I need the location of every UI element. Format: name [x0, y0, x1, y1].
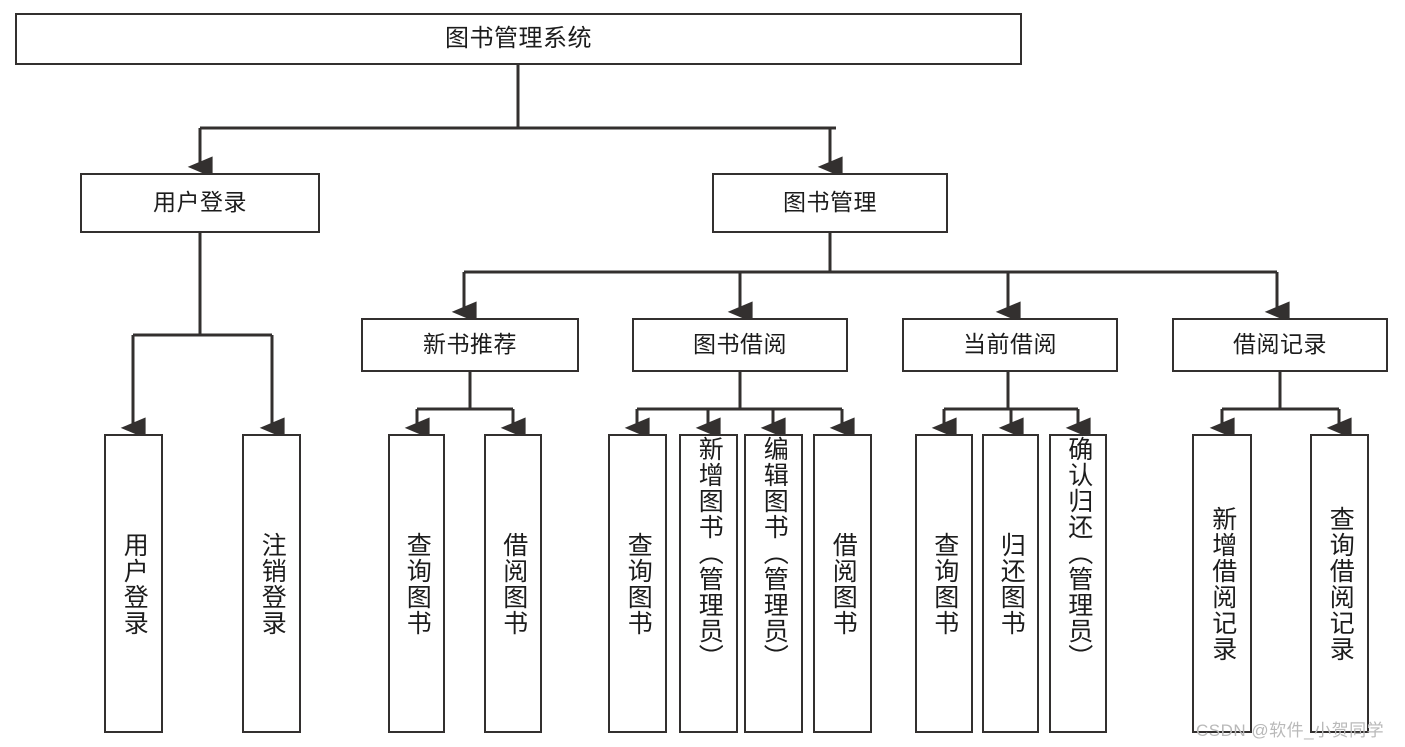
leaf-user-login[interactable]: 用户登录 — [104, 434, 163, 733]
node-label: 图书管理系统 — [445, 24, 592, 52]
node-label: 查询图书 — [403, 531, 432, 636]
leaf-borrow-book-2[interactable]: 借阅图书 — [813, 434, 872, 733]
node-borrow-record[interactable]: 借阅记录 — [1172, 318, 1388, 372]
node-label: 查询借阅记录 — [1326, 505, 1355, 662]
node-label: 借阅记录 — [1233, 331, 1327, 358]
node-label: 图书管理 — [783, 189, 877, 216]
leaf-query-book-3[interactable]: 查询图书 — [915, 434, 973, 733]
leaf-add-borrow-record[interactable]: 新增借阅记录 — [1192, 434, 1252, 733]
leaf-borrow-book-1[interactable]: 借阅图书 — [484, 434, 542, 733]
node-label: 归还图书 — [997, 531, 1026, 636]
node-label: 确认归还（管理员） — [1064, 436, 1093, 670]
leaf-return-book[interactable]: 归还图书 — [982, 434, 1039, 733]
csdn-watermark: CSDN @软件_小贺同学 — [1196, 721, 1385, 740]
node-label: 编辑图书（管理员） — [760, 436, 789, 670]
node-book-manage[interactable]: 图书管理 — [712, 173, 948, 233]
node-new-book-recommend[interactable]: 新书推荐 — [361, 318, 579, 372]
node-user-login[interactable]: 用户登录 — [80, 173, 320, 233]
leaf-query-borrow-record[interactable]: 查询借阅记录 — [1310, 434, 1369, 733]
node-label: 新增借阅记录 — [1208, 505, 1237, 662]
node-label: 借阅图书 — [829, 531, 858, 636]
node-label: 图书借阅 — [693, 331, 787, 358]
node-label: 查询图书 — [624, 531, 653, 636]
node-root-system[interactable]: 图书管理系统 — [15, 13, 1022, 65]
node-book-borrow[interactable]: 图书借阅 — [632, 318, 848, 372]
leaf-query-book-2[interactable]: 查询图书 — [608, 434, 667, 733]
node-label: 当前借阅 — [963, 331, 1057, 358]
node-label: 用户登录 — [153, 189, 247, 216]
node-current-borrow[interactable]: 当前借阅 — [902, 318, 1118, 372]
leaf-logout[interactable]: 注销登录 — [242, 434, 301, 733]
node-label: 新增图书（管理员） — [695, 436, 724, 670]
leaf-add-book-admin[interactable]: 新增图书（管理员） — [679, 434, 738, 733]
node-label: 查询图书 — [930, 531, 959, 636]
node-label: 用户登录 — [120, 531, 149, 636]
leaf-query-book-1[interactable]: 查询图书 — [388, 434, 445, 733]
node-label: 新书推荐 — [423, 331, 517, 358]
leaf-edit-book-admin[interactable]: 编辑图书（管理员） — [744, 434, 803, 733]
leaf-confirm-return-admin[interactable]: 确认归还（管理员） — [1049, 434, 1107, 733]
node-label: 借阅图书 — [499, 531, 528, 636]
node-label: 注销登录 — [258, 531, 287, 636]
